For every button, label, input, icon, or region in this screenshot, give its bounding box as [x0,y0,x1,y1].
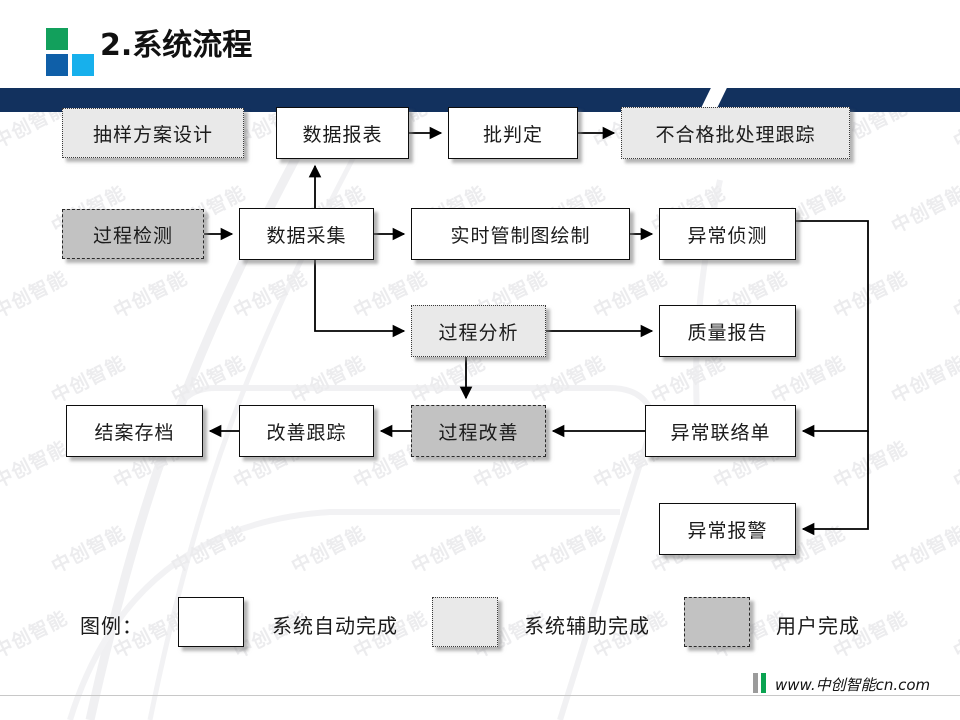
flow-node-label: 数据报表 [302,123,383,146]
logo-square-green-icon [46,28,68,50]
footer-bar-green-icon [761,673,766,693]
flow-node-nonconforming-lot-tracking[interactable]: 不合格批处理跟踪 [621,107,850,159]
flow-node-anomaly-detection[interactable]: 异常侦测 [659,208,796,260]
flow-node-sampling-plan-design[interactable]: 抽样方案设计 [62,108,244,158]
flow-node-anomaly-alarm[interactable]: 异常报警 [659,503,796,555]
flow-node-label: 抽样方案设计 [92,123,213,146]
legend-label-auto: 系统自动完成 [272,614,398,638]
footer-url: www.中创智能cn.com [775,676,931,694]
legend-swatch-assist [432,597,498,647]
legend-title: 图例： [80,614,143,638]
flow-node-quality-report[interactable]: 质量报告 [659,305,796,357]
flow-node-process-improvement[interactable]: 过程改善 [411,405,546,457]
flow-node-label: 过程检测 [92,224,173,247]
legend-swatch-auto [178,597,244,647]
flow-node-label: 异常联络单 [670,421,771,444]
flow-node-label: 过程改善 [438,421,519,444]
flow-node-label: 异常侦测 [687,224,768,247]
logo-square-dark-blue-icon [46,54,68,76]
flow-node-label: 数据采集 [266,224,347,247]
page-title: 2.系统流程 [100,28,253,63]
flow-node-anomaly-contact-sheet[interactable]: 异常联络单 [645,405,796,457]
flow-node-case-closure-archive[interactable]: 结案存档 [66,405,203,457]
flow-node-label: 改善跟踪 [266,421,347,444]
flow-node-label: 实时管制图绘制 [450,224,591,247]
flow-node-process-analysis[interactable]: 过程分析 [411,305,546,357]
logo-square-light-blue-icon [72,54,94,76]
flow-node-label: 不合格批处理跟踪 [655,123,816,146]
flow-node-data-collection[interactable]: 数据采集 [239,208,374,260]
legend-label-user: 用户完成 [776,614,860,638]
flow-node-lot-judgement[interactable]: 批判定 [448,107,578,159]
flow-node-data-report[interactable]: 数据报表 [276,107,409,159]
flow-node-process-inspection[interactable]: 过程检测 [62,209,204,259]
footer-divider [0,695,960,696]
legend-swatch-user [684,597,750,647]
flow-node-label: 质量报告 [687,321,768,344]
flow-node-label: 批判定 [482,123,543,146]
flow-node-label: 过程分析 [438,321,519,344]
brand-logo [46,28,96,78]
flow-node-improvement-tracking[interactable]: 改善跟踪 [239,405,374,457]
flow-node-label: 异常报警 [687,519,768,542]
legend-label-assist: 系统辅助完成 [524,614,650,638]
flow-node-realtime-control-chart[interactable]: 实时管制图绘制 [411,208,630,260]
footer-bar-grey-icon [753,673,758,693]
flow-node-label: 结案存档 [94,421,175,444]
